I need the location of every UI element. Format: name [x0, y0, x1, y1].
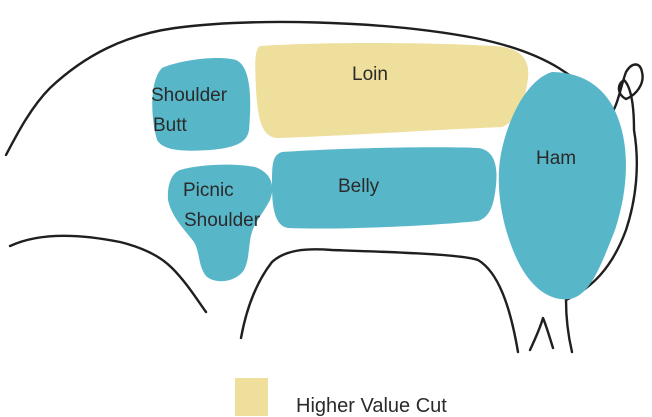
- picnic-shoulder-label-line1: Picnic: [183, 180, 234, 201]
- pig-hind-leg-outline: [566, 300, 572, 352]
- pig-front-leg-outline: [241, 249, 518, 352]
- picnic-shoulder-label-line2: Shoulder: [184, 210, 261, 231]
- belly-cut: [272, 147, 496, 228]
- pork-cuts: [152, 43, 626, 299]
- legend: Higher Value Cut: [235, 378, 447, 417]
- ham-label: Ham: [536, 148, 576, 169]
- pig-hind-hoof-outline: [530, 318, 553, 350]
- legend-higher-value-swatch: [235, 378, 268, 416]
- belly-label: Belly: [338, 176, 380, 197]
- loin-label: Loin: [352, 64, 388, 85]
- loin-cut: [255, 43, 528, 138]
- shoulder-butt-label-line2: Butt: [153, 115, 188, 136]
- legend-higher-value-label: Higher Value Cut: [296, 395, 447, 417]
- pig-jaw-outline: [10, 236, 206, 312]
- shoulder-butt-label-line1: Shoulder: [151, 85, 228, 106]
